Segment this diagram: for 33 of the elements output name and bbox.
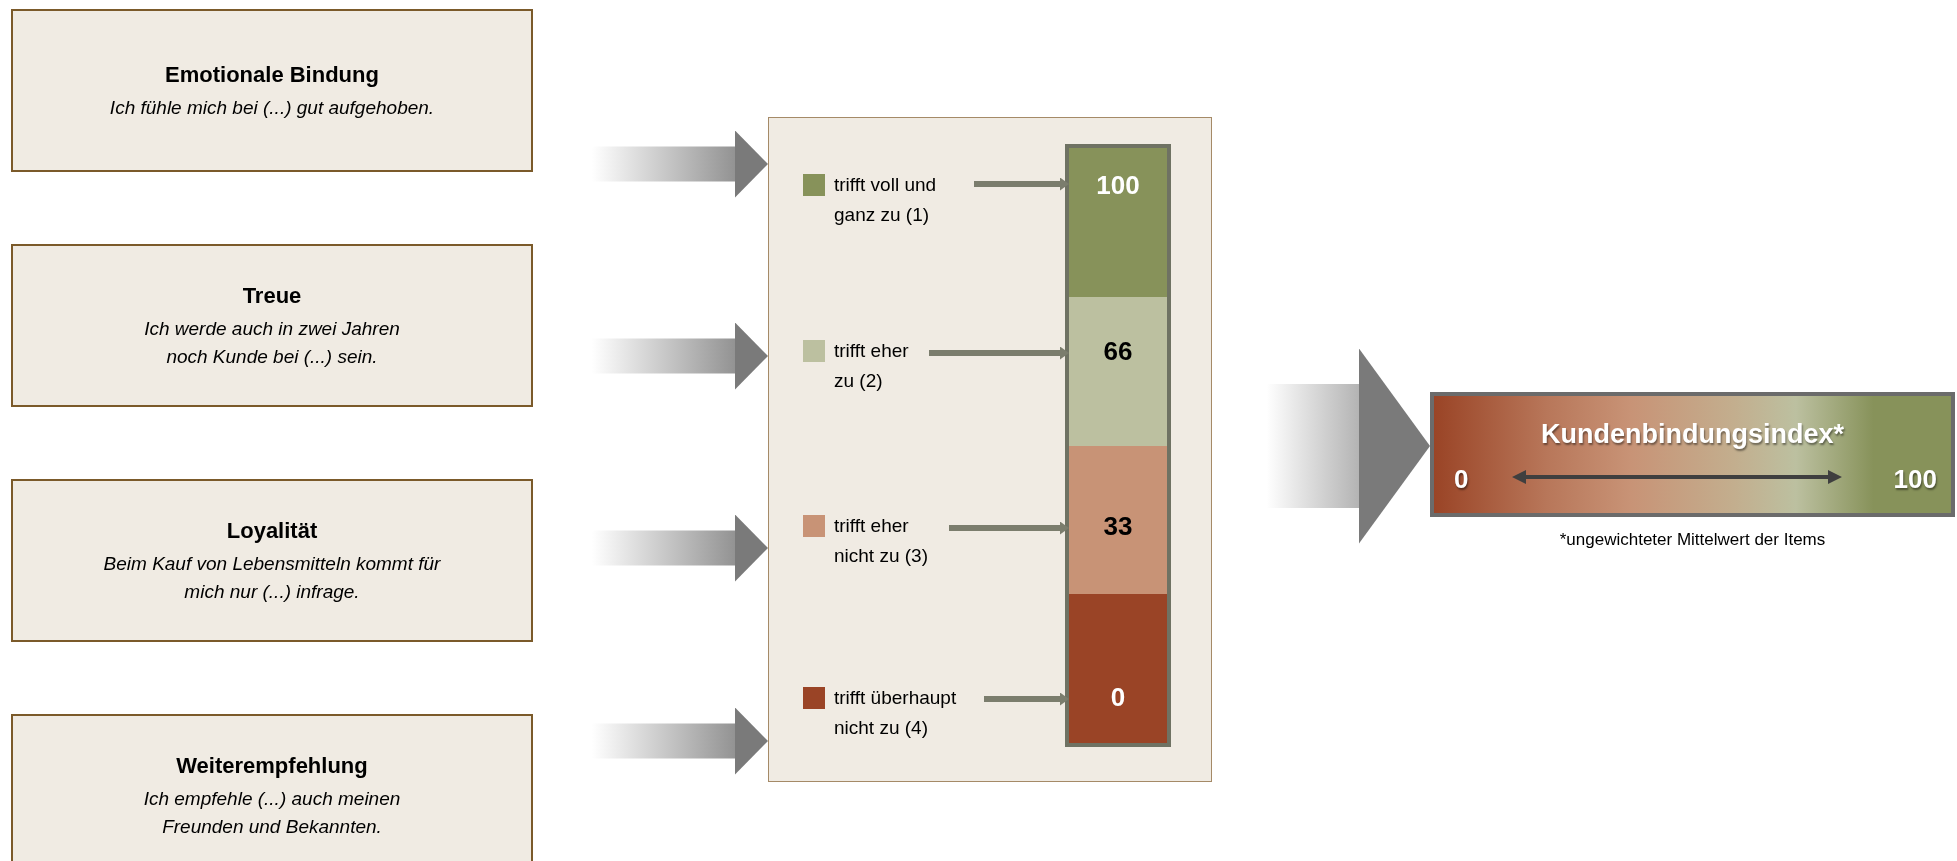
statement-title: Loyalität	[226, 516, 318, 545]
scale-segment	[1069, 148, 1167, 297]
scale-label: trifft überhaupt nicht zu (4)	[834, 686, 958, 740]
scale-min-value: 0	[1454, 463, 1469, 496]
statement-text: Beim Kauf von Lebensmitteln kommt für mich nur (...) infrage.	[102, 551, 442, 604]
scale-segment	[1069, 297, 1167, 446]
scale-label: trifft eher nicht zu (3)	[834, 514, 929, 568]
index-title: Kundenbindungsindex*	[1541, 418, 1844, 451]
statement-box	[11, 9, 533, 172]
arrow	[974, 177, 1069, 191]
statement-text: Ich empfehle (...) auch meinen Freunden und Bekannten.	[142, 786, 402, 839]
statement-title: Treue	[242, 281, 302, 310]
statement-box	[11, 714, 533, 861]
scale-max-value: 100	[1893, 463, 1937, 496]
arrow	[984, 692, 1069, 706]
statement-box	[11, 479, 533, 642]
arrow	[929, 346, 1069, 360]
footnote: *ungewichteter Mittelwert der Items	[1559, 529, 1826, 551]
statement-title: Weiterempfehlung	[176, 751, 368, 780]
scale-value: 66	[1103, 335, 1133, 368]
arrow	[949, 521, 1069, 535]
scale-segment	[1069, 594, 1167, 743]
statement-text: Ich werde auch in zwei Jahren noch Kunde bei (...) sein.	[143, 316, 401, 369]
statement-box	[11, 244, 533, 407]
statement-text: Ich fühle mich bei (...) gut aufgehoben.	[109, 95, 435, 120]
scale-segment	[1069, 446, 1167, 594]
scale-label: trifft voll und ganz zu (1)	[834, 173, 938, 227]
scale-value: 100	[1096, 169, 1140, 202]
scale-value: 0	[1110, 681, 1126, 714]
scale-value: 33	[1103, 510, 1133, 543]
scale-label: trifft eher zu (2)	[834, 339, 910, 393]
statement-title: Emotionale Bindung	[165, 60, 379, 89]
scale-panel	[768, 117, 1212, 782]
